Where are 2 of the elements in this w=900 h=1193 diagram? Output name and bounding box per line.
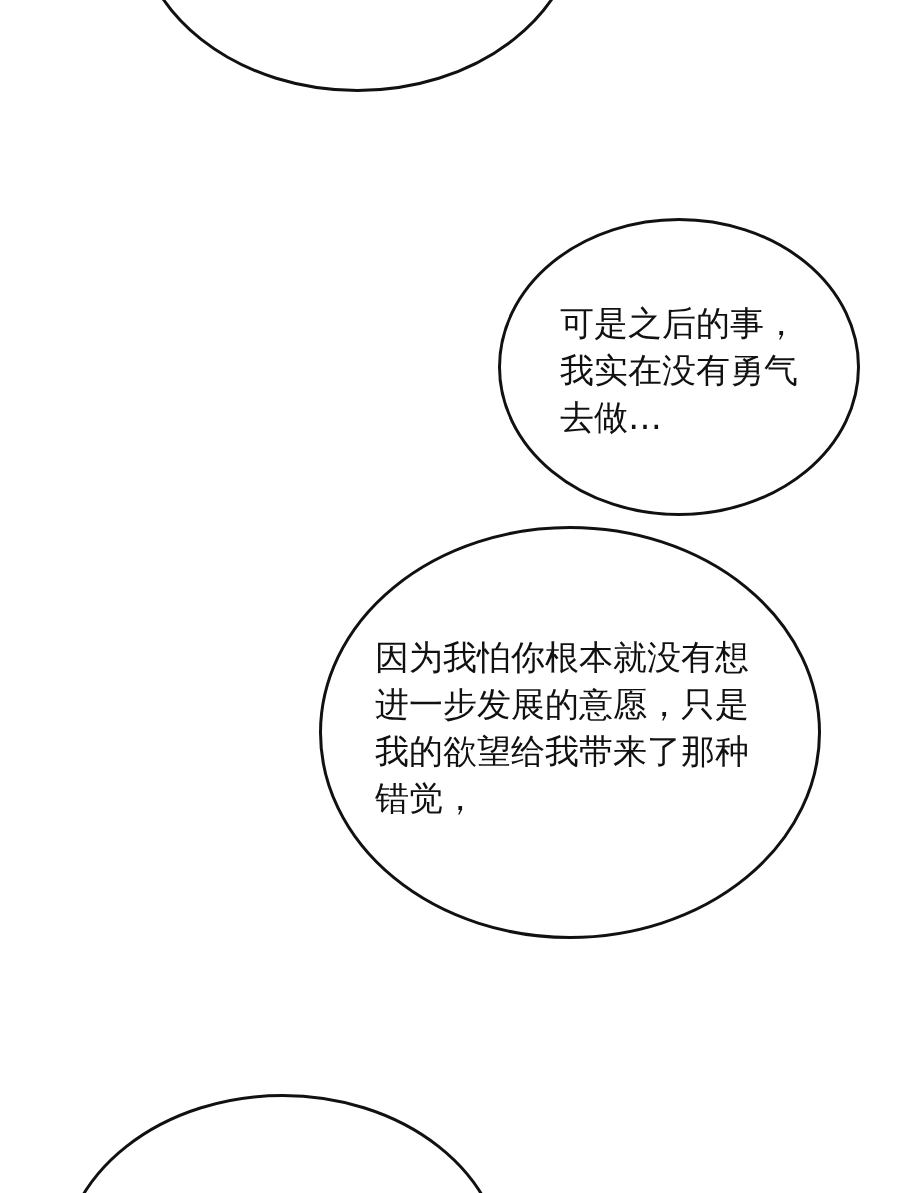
speech-text: 因为我怕你根本就没有想进一步发展的意愿，只是我的欲望给我带来了那种错觉， <box>375 636 750 820</box>
speech-text: 可是之后的事，我实在没有勇气去做… <box>560 302 799 439</box>
